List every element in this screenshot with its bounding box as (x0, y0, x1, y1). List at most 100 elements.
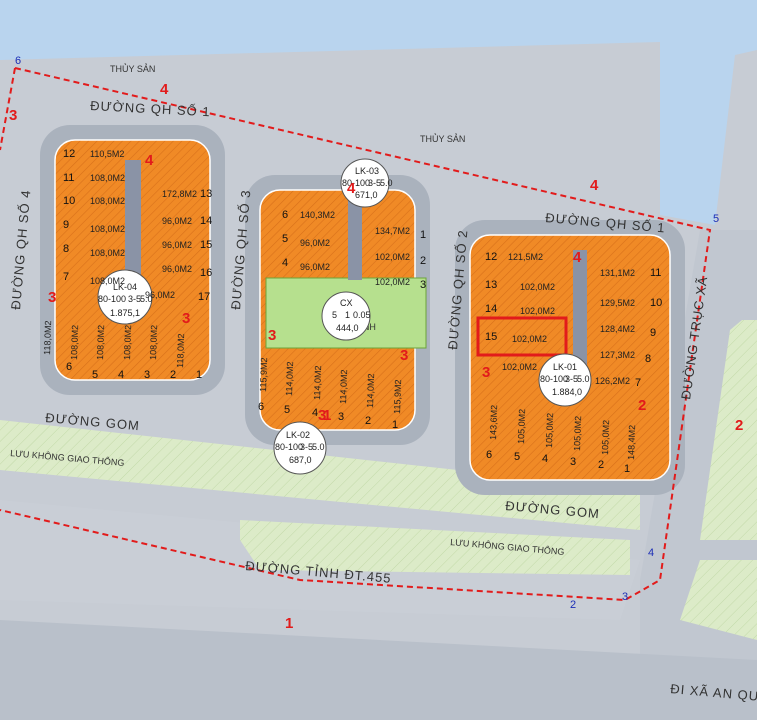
svg-text:14: 14 (200, 215, 212, 227)
svg-text:108,0M2: 108,0M2 (122, 325, 133, 360)
svg-text:108,0M2: 108,0M2 (90, 248, 125, 258)
svg-text:102,0M2: 102,0M2 (375, 277, 410, 287)
svg-text:9: 9 (650, 327, 656, 339)
svg-text:3-5: 3-5 (300, 442, 313, 452)
section-markers: 4 4 4 4 4 3 3 3 3 3 3 3 2 2 1 1 (9, 81, 743, 632)
boundary-line (0, 67, 712, 602)
svg-text:80-100: 80-100 (540, 374, 568, 384)
info-lk01: LK-01 80-100 3-5 5.0 1.884,0 (538, 353, 592, 407)
svg-text:3: 3 (144, 369, 150, 381)
svg-text:114,0M2: 114,0M2 (338, 369, 349, 404)
svg-text:3-5: 3-5 (565, 374, 578, 384)
svg-text:LK-01: LK-01 (553, 362, 577, 372)
svg-text:671,0: 671,0 (355, 190, 378, 200)
svg-text:3: 3 (570, 456, 576, 468)
svg-text:96,0M2: 96,0M2 (300, 238, 330, 248)
svg-text:128,4M2: 128,4M2 (600, 324, 635, 334)
svg-text:10: 10 (63, 195, 75, 207)
svg-text:172,8M2: 172,8M2 (162, 189, 197, 199)
svg-text:108,0M2: 108,0M2 (95, 325, 106, 360)
svg-text:96,0M2: 96,0M2 (300, 262, 330, 272)
svg-text:15: 15 (485, 331, 497, 343)
svg-text:CX: CX (340, 298, 353, 308)
green-area-right (700, 320, 757, 540)
svg-text:115,9M2: 115,9M2 (392, 379, 403, 414)
svg-text:4: 4 (542, 453, 548, 465)
green-strip-1 (0, 420, 640, 530)
svg-text:102,0M2: 102,0M2 (375, 252, 410, 262)
svg-text:127,3M2: 127,3M2 (600, 350, 635, 360)
svg-text:6: 6 (258, 401, 264, 413)
svg-text:102,0M2: 102,0M2 (502, 362, 537, 372)
svg-text:3: 3 (482, 364, 490, 381)
svg-text:2: 2 (365, 415, 371, 427)
label-thuy-san-mid: THỦY SẢN (420, 133, 465, 144)
svg-text:143,6M2: 143,6M2 (488, 405, 499, 440)
svg-text:102,0M2: 102,0M2 (520, 282, 555, 292)
svg-text:0.05: 0.05 (353, 310, 371, 320)
svg-text:129,5M2: 129,5M2 (600, 298, 635, 308)
svg-text:15: 15 (200, 239, 212, 251)
svg-text:11: 11 (650, 267, 661, 279)
svg-text:96,0M2: 96,0M2 (145, 290, 175, 300)
svg-text:4: 4 (648, 547, 654, 559)
svg-text:3: 3 (48, 289, 56, 306)
svg-text:114,0M2: 114,0M2 (365, 373, 376, 408)
svg-text:2: 2 (598, 459, 604, 471)
svg-text:3: 3 (9, 107, 17, 124)
svg-text:108,0M2: 108,0M2 (90, 276, 125, 286)
svg-text:131,1M2: 131,1M2 (600, 268, 635, 278)
svg-text:5.0: 5.0 (380, 178, 393, 188)
svg-text:12: 12 (485, 251, 497, 263)
info-cx: CX 5 1 0.05 444,0 (321, 291, 371, 341)
svg-text:6: 6 (486, 449, 492, 461)
svg-text:4: 4 (347, 180, 356, 197)
svg-text:2: 2 (638, 397, 646, 414)
label-duong-qh1-left: ĐƯỜNG QH SỐ 1 (90, 98, 211, 119)
green-area-right-lower (680, 560, 757, 640)
svg-text:148,4M2: 148,4M2 (626, 425, 637, 460)
svg-text:LK-04: LK-04 (113, 282, 137, 292)
svg-text:3: 3 (420, 279, 426, 291)
svg-text:1.875,1: 1.875,1 (110, 308, 140, 318)
svg-text:1: 1 (345, 310, 350, 320)
svg-text:4: 4 (573, 249, 582, 266)
svg-text:6: 6 (15, 55, 21, 67)
road-bottom (0, 620, 757, 720)
info-lk03: LK-03 80-100 3-5 5.0 671,0 (340, 158, 393, 208)
svg-text:3-5: 3-5 (368, 178, 381, 188)
svg-text:5.0: 5.0 (312, 442, 325, 452)
svg-text:1.884,0: 1.884,0 (552, 387, 582, 397)
info-lk02: LK-02 80-100 3-5 5.0 687,0 (273, 421, 327, 475)
svg-text:LK-03: LK-03 (355, 166, 379, 176)
svg-text:3: 3 (182, 310, 190, 327)
svg-text:7: 7 (63, 271, 69, 283)
svg-text:1: 1 (420, 229, 426, 241)
svg-text:10: 10 (650, 297, 662, 309)
svg-text:134,7M2: 134,7M2 (375, 226, 410, 236)
svg-text:444,0: 444,0 (336, 323, 359, 333)
svg-text:108,0M2: 108,0M2 (90, 196, 125, 206)
svg-text:4: 4 (282, 257, 288, 269)
svg-text:3: 3 (400, 347, 408, 364)
svg-text:80-100: 80-100 (98, 294, 126, 304)
svg-text:114,0M2: 114,0M2 (284, 361, 295, 396)
svg-text:114,0M2: 114,0M2 (312, 365, 323, 400)
svg-text:5.0: 5.0 (140, 294, 153, 304)
svg-text:4: 4 (312, 407, 318, 419)
svg-text:1: 1 (323, 407, 331, 424)
svg-text:118,0M2: 118,0M2 (175, 333, 186, 368)
label-thuy-san-top: THỦY SẢN (110, 63, 155, 74)
svg-text:4: 4 (118, 369, 124, 381)
svg-text:6: 6 (66, 361, 72, 373)
boundary-points: 6 5 4 3 2 (15, 55, 719, 611)
svg-text:11: 11 (63, 172, 74, 184)
svg-text:5: 5 (332, 310, 337, 320)
svg-text:3-5: 3-5 (128, 294, 141, 304)
svg-text:108,0M2: 108,0M2 (90, 173, 125, 183)
svg-text:3: 3 (622, 591, 628, 603)
svg-text:105,0M2: 105,0M2 (544, 413, 555, 448)
